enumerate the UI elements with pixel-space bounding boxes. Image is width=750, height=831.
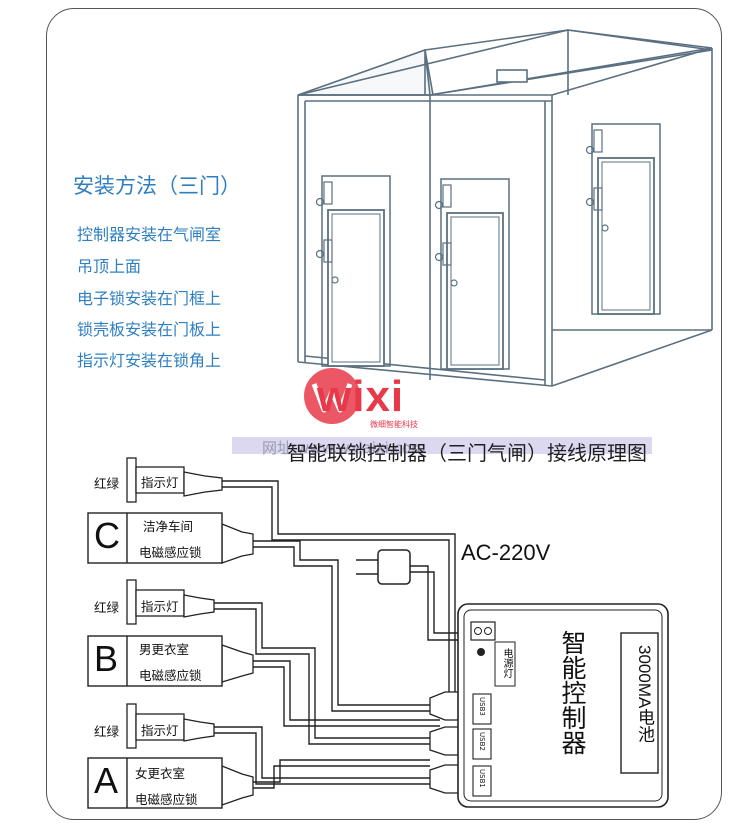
watermark-logo	[304, 368, 360, 424]
watermark-band	[232, 437, 652, 454]
lock-connector-c	[221, 523, 254, 564]
door-b-sketch	[434, 178, 510, 370]
door-letter-b: B	[94, 638, 119, 679]
wiring-title: 智能联锁控制器（三门气闸）接线原理图	[287, 441, 647, 465]
install-step: 吊顶上面	[77, 257, 142, 276]
usb2-label: USB2	[478, 732, 486, 751]
door-lock-c: 电磁感应锁	[139, 545, 202, 560]
usb1-port	[472, 765, 492, 797]
indicator-connector-a	[126, 703, 215, 749]
door-lock-b: 电磁感应锁	[139, 668, 202, 683]
door-c-box	[87, 512, 223, 564]
indicator-label-c: 指示灯	[141, 475, 179, 490]
door-lock-a: 电磁感应锁	[135, 792, 198, 807]
usb1-label: USB1	[478, 769, 486, 788]
door-room-a: 女更衣室	[135, 766, 186, 781]
wiring	[214, 480, 472, 789]
outer-frame	[46, 8, 722, 820]
power-led-label: 电源灯	[501, 648, 512, 678]
battery-label: 3000MA电池	[635, 645, 654, 743]
door-b-box	[87, 635, 223, 687]
indicator-color-b: 红绿	[94, 600, 120, 615]
power-plug	[356, 549, 411, 585]
install-step: 控制器安装在气闸室	[77, 225, 222, 244]
usb3-label: USB3	[478, 697, 486, 716]
install-step: 电子锁安装在门框上	[77, 289, 222, 308]
door-a-box	[87, 757, 223, 809]
door-room-b: 男更衣室	[139, 642, 190, 657]
controller-name: 智能控制器	[558, 630, 587, 755]
door-letter-a: A	[94, 760, 119, 801]
door-a-sketch	[585, 123, 661, 315]
door-c-sketch	[315, 175, 391, 367]
watermark-url: 网址:www.wxiaixi.com	[262, 439, 426, 457]
indicator-color-a: 红绿	[94, 724, 120, 739]
lock-connector-b	[221, 644, 254, 683]
watermark-word: wixi	[317, 372, 405, 421]
indicator-connector-c	[126, 457, 223, 503]
door-letter-c: C	[94, 515, 120, 556]
lock-connector-a	[221, 765, 254, 806]
usb2-port	[472, 728, 492, 760]
controller-box	[457, 603, 669, 808]
door-room-c: 洁净车间	[143, 519, 194, 534]
install-step: 锁壳板安装在门板上	[77, 320, 222, 339]
indicator-label-a: 指示灯	[141, 723, 179, 738]
usb3-port	[472, 693, 492, 725]
watermark-subtitle: 微细智能科技	[370, 420, 418, 429]
indicator-color-c: 红绿	[94, 476, 120, 491]
install-step: 指示灯安装在锁角上	[77, 351, 222, 370]
install-title: 安装方法（三门）	[73, 174, 241, 198]
indicator-connector-b	[126, 579, 215, 625]
indicator-label-b: 指示灯	[141, 599, 179, 614]
power-label: AC-220V	[461, 540, 551, 565]
